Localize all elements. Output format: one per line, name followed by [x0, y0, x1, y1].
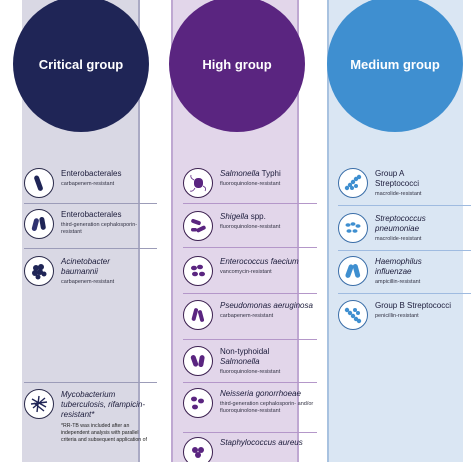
- list-item: Mycobacterium tuberculosis, rifampicin-r…: [24, 389, 156, 444]
- pathogen-name: Enterobacterales: [61, 210, 122, 219]
- chain-bacteria-icon: [338, 300, 368, 330]
- list-item: Streptococcus pneumoniae macrolide-resis…: [338, 213, 471, 243]
- medium-group-column: Medium group Group A Streptococci macrol…: [317, 0, 471, 462]
- rod-bacteria-icon: [24, 209, 54, 239]
- critical-group-header: Critical group: [13, 0, 149, 132]
- pathogen-name: Group A Streptococci: [375, 169, 420, 188]
- resistance-label: carbapenem-resistant: [61, 181, 115, 187]
- divider: [24, 248, 157, 249]
- resistance-label: macrolide-resistant: [375, 191, 422, 197]
- list-item: Shigella spp. fluoroquinolone-resistant: [183, 211, 317, 241]
- resistance-label: fluoroquinolone-resistant: [220, 224, 281, 230]
- list-item: Salmonella Typhi fluoroquinolone-resista…: [183, 168, 317, 198]
- resistance-label: fluoroquinolone-resistant: [220, 181, 281, 187]
- list-item: Neisseria gonorrhoeae third-generation c…: [183, 388, 317, 418]
- resistance-label: fluoroquinolone-resistant: [220, 369, 281, 375]
- pathogen-name: Enterococcus faecium: [220, 257, 299, 266]
- divider: [338, 293, 471, 294]
- divider: [183, 293, 317, 294]
- list-item: Haemophilus influenzae ampicillin-resist…: [338, 256, 471, 286]
- flagellated-bacteria-icon: [183, 168, 213, 198]
- diplococci-icon: [183, 256, 213, 286]
- list-item: Non-typhoidal Salmonella fluoroquinolone…: [183, 346, 317, 376]
- pathogen-name: Salmonella Typhi: [220, 169, 281, 178]
- list-item: Group A Streptococci macrolide-resistant: [338, 168, 471, 198]
- diplococci-icon: [338, 213, 368, 243]
- resistance-label: ampicillin-resistant: [375, 279, 421, 285]
- list-item: Acinetobacter baumannii carbapenem-resis…: [24, 256, 156, 286]
- critical-group-title: Critical group: [38, 56, 124, 72]
- pathogen-name: Haemophilus influenzae: [375, 257, 422, 276]
- list-item: Staphylococcus aureus: [183, 437, 317, 462]
- rod-bacteria-icon: [338, 256, 368, 286]
- list-item: Enterobacterales carbapenem-resistant: [24, 168, 156, 198]
- pathogen-name: Non-typhoidal: [220, 347, 270, 356]
- pathogen-name: Acinetobacter baumannii: [61, 257, 110, 276]
- medium-group-title: Medium group: [350, 56, 440, 72]
- divider: [183, 432, 317, 433]
- rod-bacteria-icon: [183, 346, 213, 376]
- rod-bacteria-icon: [183, 300, 213, 330]
- high-group-header: High group: [169, 0, 305, 132]
- pathogen-name: Mycobacterium tuberculosis, rifampicin-r…: [61, 390, 146, 419]
- pathogen-name: Pseudomonas aeruginosa: [220, 301, 313, 310]
- divider: [338, 205, 471, 206]
- list-item: Enterobacterales third-generation cephal…: [24, 209, 156, 239]
- medium-group-header: Medium group: [327, 0, 463, 132]
- resistance-label: carbapenem-resistant: [220, 313, 274, 319]
- resistance-label: vancomycin-resistant: [220, 269, 272, 275]
- pathogen-name-italic: Salmonella: [220, 357, 260, 366]
- resistance-label: third-generation cephalosporin- and/or f…: [220, 401, 314, 414]
- high-group-title: High group: [202, 56, 272, 72]
- divider: [183, 382, 317, 383]
- resistance-label: third-generation cephalosporin-resistant: [61, 222, 138, 235]
- divider: [24, 203, 157, 204]
- divider: [24, 382, 157, 383]
- pathogen-name: Neisseria gonorrhoeae: [220, 389, 301, 398]
- tangle-bacteria-icon: [24, 389, 54, 419]
- divider: [183, 203, 317, 204]
- pathogen-name: Streptococcus pneumoniae: [375, 214, 426, 233]
- chain-bacteria-icon: [338, 168, 368, 198]
- pathogen-name: Enterobacterales: [61, 169, 122, 178]
- list-item: Enterococcus faecium vancomycin-resistan…: [183, 256, 317, 286]
- cluster-bacteria-icon: [183, 437, 213, 462]
- pathogen-name: Shigella spp.: [220, 212, 266, 221]
- divider: [338, 250, 471, 251]
- rod-bacteria-icon: [24, 168, 54, 198]
- rod-bacteria-icon: [183, 211, 213, 241]
- pathogen-name: Staphylococcus aureus: [220, 438, 303, 447]
- divider: [183, 339, 317, 340]
- pathogen-name: Group B Streptococci: [375, 301, 452, 310]
- divider: [183, 247, 317, 248]
- cluster-bacteria-icon: [24, 256, 54, 286]
- diplococci-icon: [183, 388, 213, 418]
- resistance-label: carbapenem-resistant: [61, 279, 115, 285]
- resistance-label: macrolide-resistant: [375, 236, 422, 242]
- critical-group-column: Critical group Enterobacterales carbapen…: [0, 0, 157, 462]
- resistance-label: penicillin-resistant: [375, 313, 419, 319]
- high-group-column: High group Salmonella Typhi fluoroquinol…: [157, 0, 317, 462]
- list-item: Pseudomonas aeruginosa carbapenem-resist…: [183, 300, 317, 330]
- list-item: Group B Streptococci penicillin-resistan…: [338, 300, 471, 330]
- footnote: *RR-TB was included after an independent…: [61, 423, 147, 443]
